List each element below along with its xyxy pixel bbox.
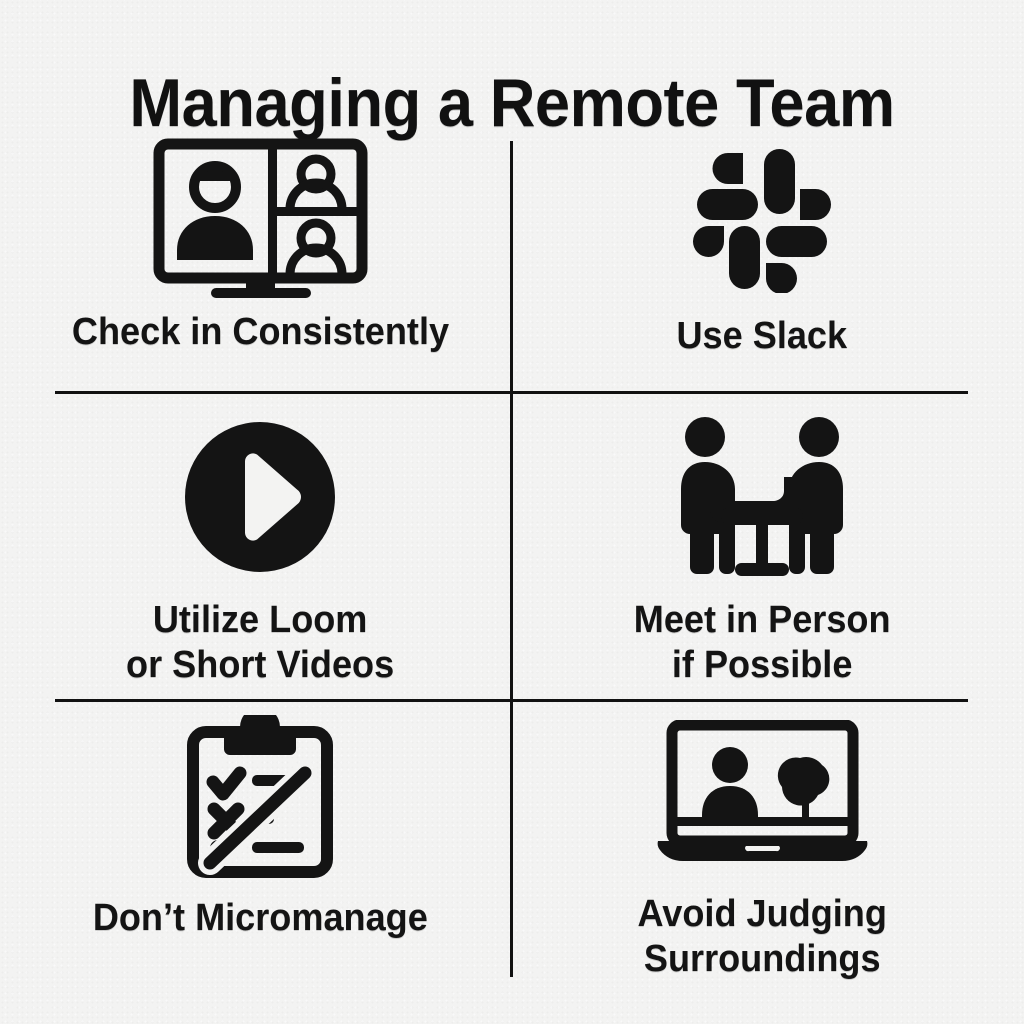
tip-cell-utilize-loom: Utilize Loom or Short Videos [30,412,490,688]
tip-label: Check in Consistently [71,311,449,353]
tip-label: Use Slack [676,315,848,357]
two-people-at-table-icon [667,412,857,582]
tip-label: Meet in Person if Possible [633,599,891,686]
tip-cell-check-in-consistently: Check in Consistently [30,135,490,355]
video-call-monitor-icon [153,135,368,300]
tip-label: Avoid Judging Surroundings [637,893,887,980]
crossed-out-clipboard-icon [180,715,340,880]
tip-cell-dont-micromanage: Don’t Micromanage [30,715,490,941]
slack-logo-icon [687,135,837,300]
tip-cell-avoid-judging-surroundings: Avoid Judging Surroundings [532,715,992,982]
tip-cell-meet-in-person: Meet in Person if Possible [532,412,992,688]
tip-label: Don’t Micromanage [92,897,428,939]
play-button-icon [184,412,336,582]
grid-divider-vertical [510,141,513,977]
tip-cell-use-slack: Use Slack [532,135,992,359]
page-title: Managing a Remote Team [129,64,895,141]
laptop-video-background-icon [650,715,875,870]
tip-label: Utilize Loom or Short Videos [125,599,395,686]
